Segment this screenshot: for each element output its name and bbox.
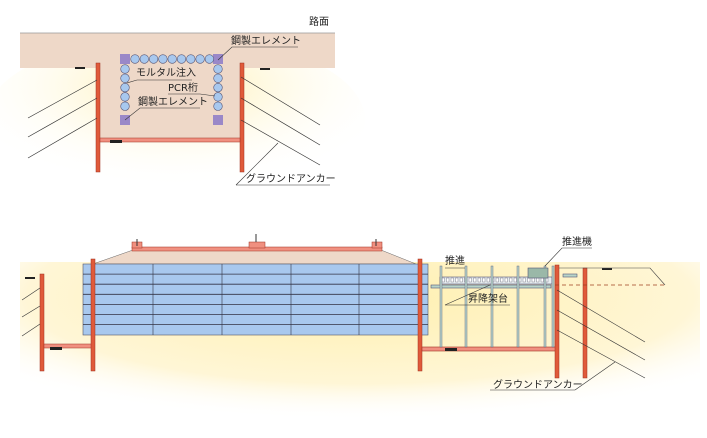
retaining-wall-right	[554, 264, 560, 379]
platform-post	[464, 265, 468, 348]
rail-tie	[540, 277, 544, 283]
retaining-wall-left	[39, 273, 45, 372]
pcr-girder-icon	[167, 54, 177, 64]
bearing-icon	[602, 268, 612, 270]
rail-tie	[446, 277, 450, 283]
pcr-girder-icon	[213, 64, 223, 74]
pcr-girder-icon	[130, 54, 140, 64]
rail-tie	[441, 277, 445, 283]
retaining-wall-outer	[582, 267, 588, 379]
pcr-girder-box	[82, 263, 429, 336]
ground-anchor-label: グラウンドアンカー	[246, 172, 336, 185]
pcr-girder-icon	[213, 101, 223, 111]
platform-post	[490, 265, 494, 348]
jacking-label: 推進	[445, 254, 465, 267]
steel-element-inner-label: 鋼製エレメント	[138, 95, 208, 108]
pcr-girder-icon	[139, 54, 149, 64]
road-layer	[20, 33, 335, 68]
platform-post	[516, 265, 520, 348]
ground-line	[559, 267, 666, 286]
pcr-girder-icon	[213, 82, 223, 93]
bearing-icon	[25, 277, 35, 279]
strut	[99, 137, 241, 143]
pcr-girder-icon	[120, 73, 130, 83]
rail-tie	[450, 277, 454, 283]
pcr-girder-icon	[120, 101, 130, 111]
pcr-girder-icon	[120, 82, 130, 93]
mortar-injection-label: モルタル注入	[136, 66, 196, 79]
pile	[417, 258, 423, 372]
rail-tie	[531, 277, 535, 283]
pcr-girder-icon	[186, 54, 196, 64]
jacking-machine-icon	[527, 267, 549, 279]
rail-tie	[495, 277, 499, 283]
rail-tie	[522, 277, 526, 283]
bottom-longitudinal-section: 推進 推進機 昇降架台 グラウンドアンカー	[20, 234, 700, 438]
ground-anchors-top	[27, 76, 321, 166]
steel-element-frame	[120, 54, 223, 125]
rail-tie	[459, 277, 463, 283]
rail-tie	[482, 277, 486, 283]
bearing-icon	[50, 347, 62, 350]
road-surface-label: 路面	[309, 15, 329, 28]
platform-post	[551, 265, 555, 348]
jacking-machine-label: 推進機	[562, 235, 592, 248]
rail-tie	[504, 277, 508, 283]
bearing-icon	[75, 67, 85, 69]
rail-tie	[527, 277, 531, 283]
lift-platform	[421, 265, 578, 352]
pcr-girder-icon	[195, 54, 205, 64]
roof-fill	[92, 249, 417, 265]
rail-tie	[536, 277, 540, 283]
bearing-icon	[110, 140, 122, 143]
pcr-girder-label: PCR桁	[168, 81, 198, 94]
bearing-icon	[260, 68, 270, 70]
lift-platform-label: 昇降架台	[468, 292, 508, 305]
retaining-wall-left	[95, 62, 101, 173]
rail-tie	[500, 277, 504, 283]
pcr-girder-icon	[176, 54, 187, 64]
pcr-girder-icon	[204, 54, 214, 64]
rail-tie	[477, 277, 481, 283]
platform-post	[439, 265, 443, 348]
rail-tie	[473, 277, 477, 283]
top-cross-section: 路面 鋼製エレメント モルタル注入 PCR桁 鋼製エレメント グラウンドアンカー	[0, 15, 365, 205]
ground-anchor-label: グラウンドアンカー	[493, 378, 583, 391]
rail-tie	[455, 277, 459, 283]
pile	[90, 258, 96, 372]
pcr-girder-icon	[120, 64, 130, 74]
pcr-girder-icon	[158, 54, 168, 64]
rail-tie	[513, 277, 517, 283]
steel-element-label: 鋼製エレメント	[231, 34, 301, 47]
retaining-wall-right	[239, 62, 245, 173]
rail-tie	[509, 277, 513, 283]
pcr-girder-icon	[213, 92, 223, 102]
pcr-girder-icon	[120, 92, 130, 102]
pcr-girder-icon	[213, 73, 223, 83]
rail-tie	[486, 277, 490, 283]
pcr-girder-icon	[149, 54, 159, 64]
ground-anchors-bottom	[556, 289, 646, 379]
rail-tie	[468, 277, 472, 283]
